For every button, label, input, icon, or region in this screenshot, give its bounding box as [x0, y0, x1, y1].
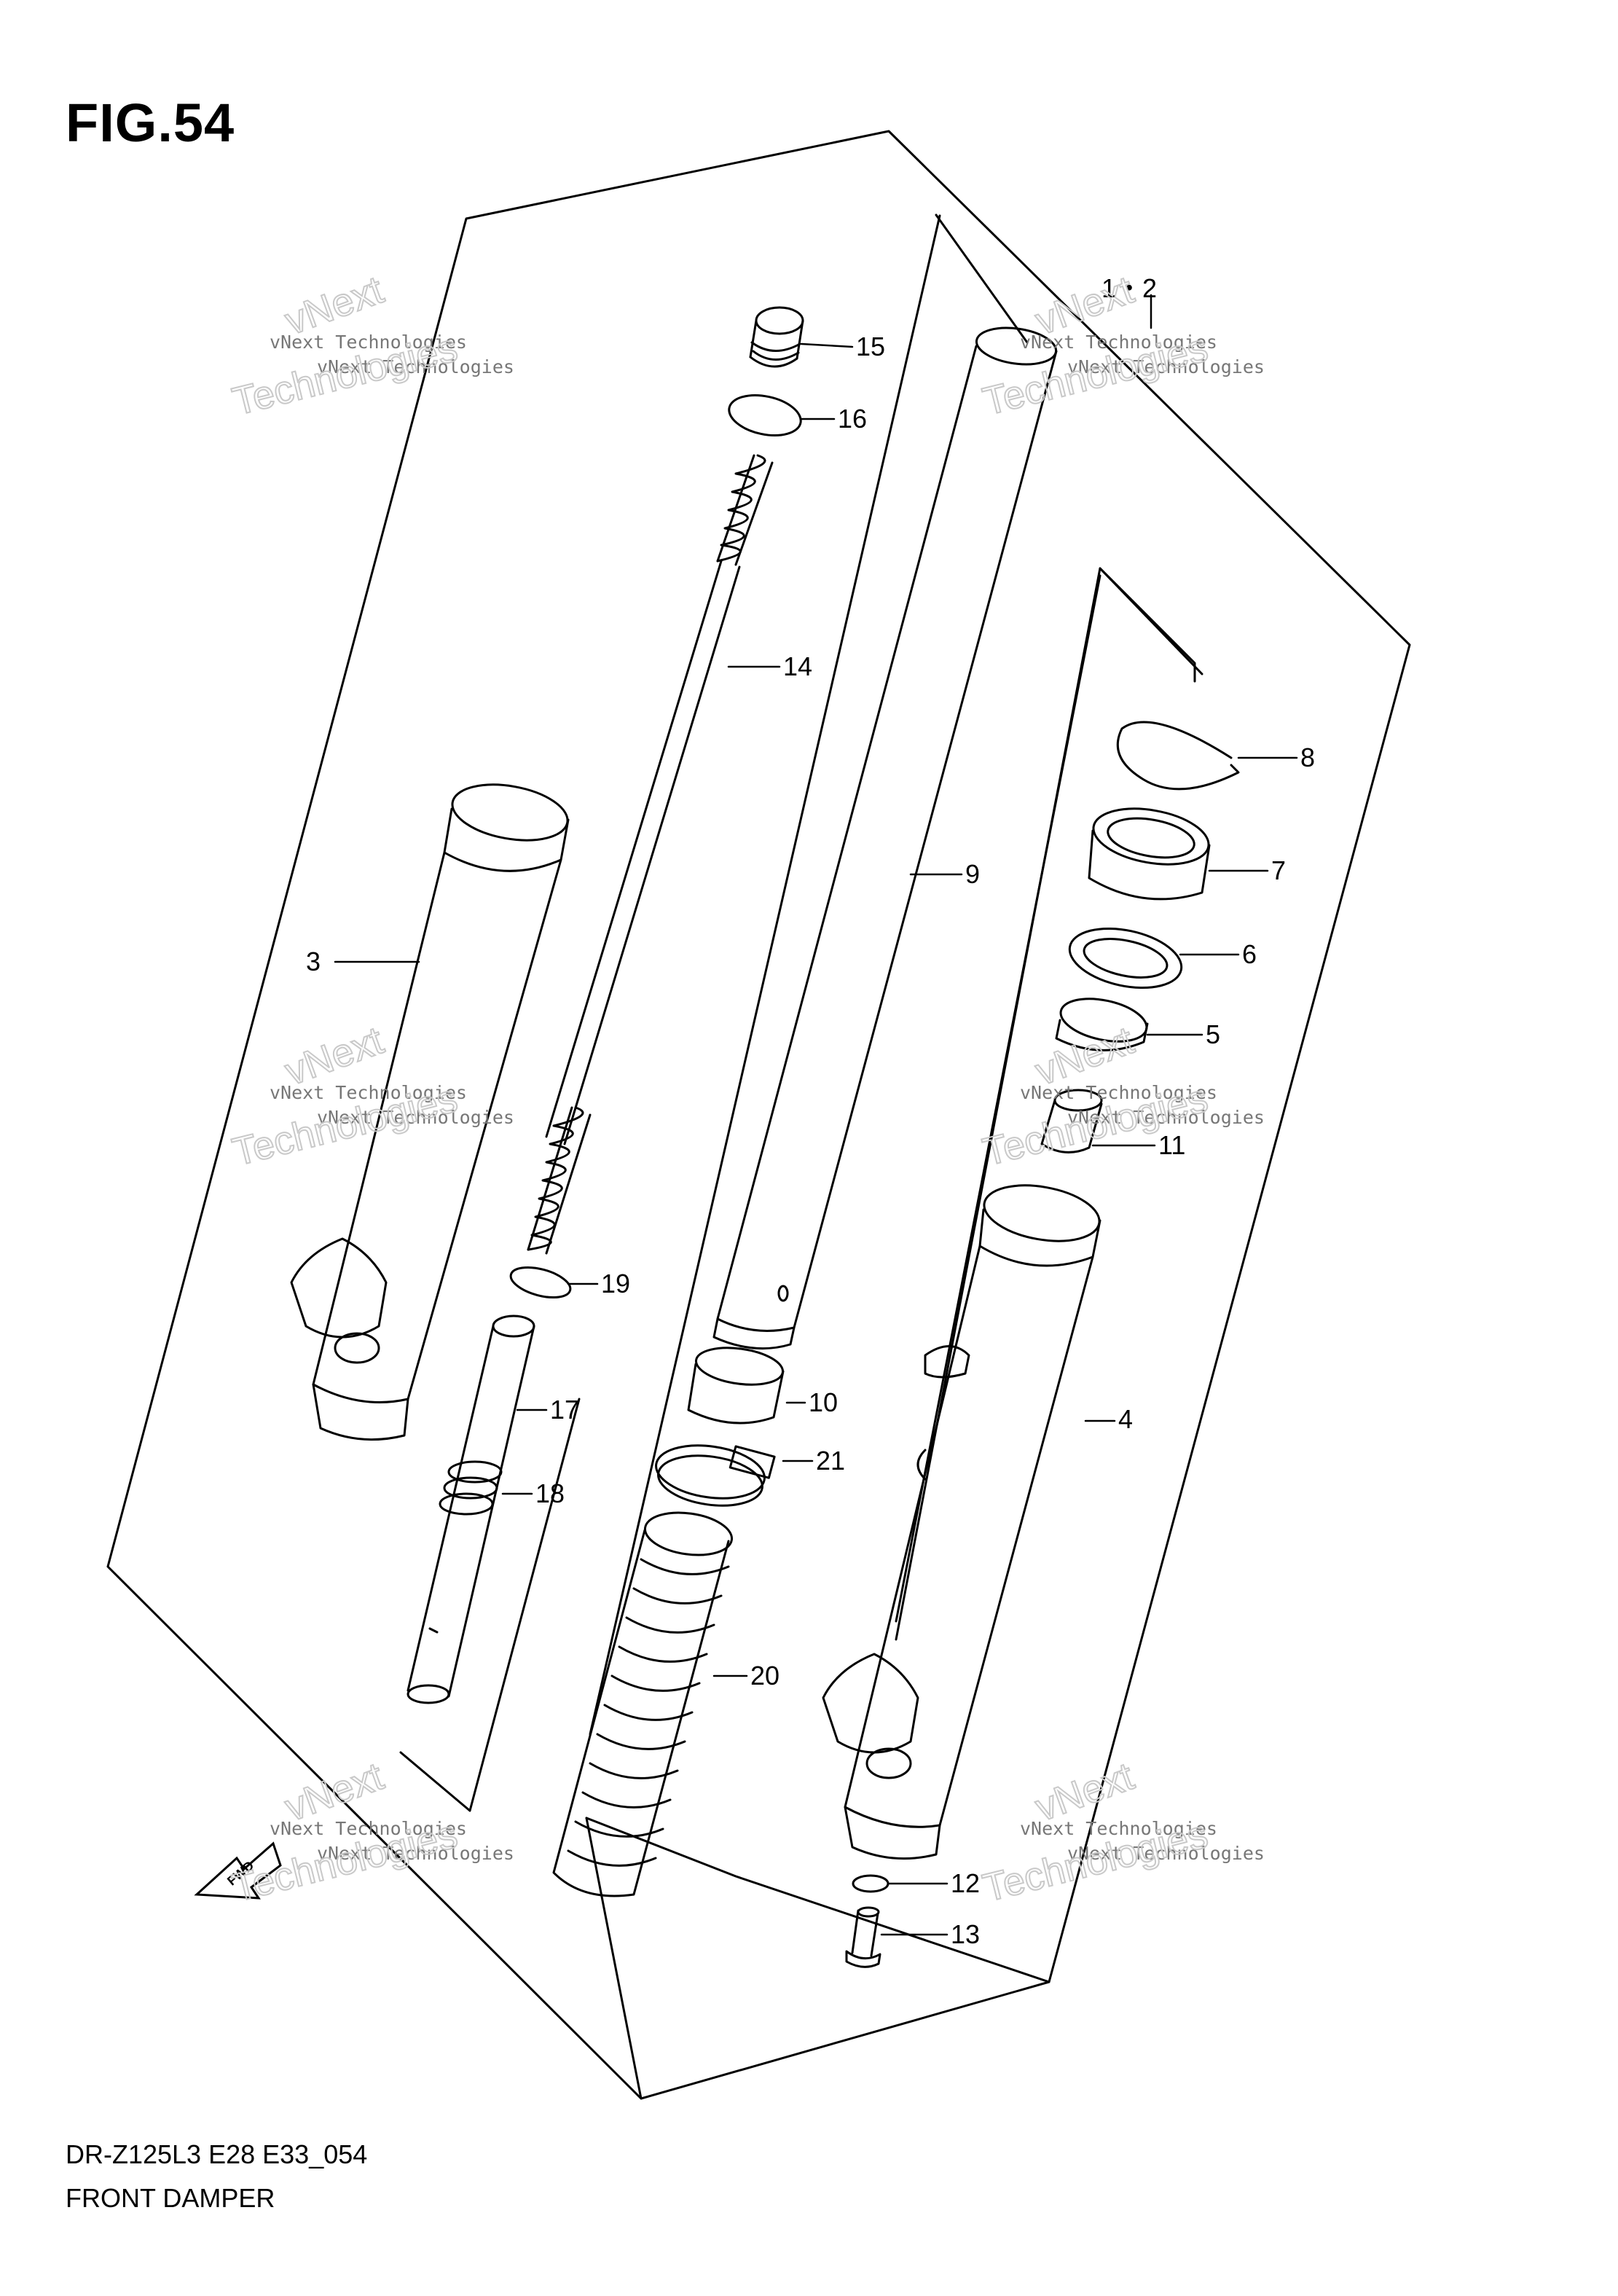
part-19-circlip [509, 1266, 572, 1299]
bottom-frame [585, 1817, 643, 2100]
inner-tube-frame [935, 213, 1029, 344]
watermark-line: vNext Technologies [1020, 1818, 1217, 1839]
part-9-inner-tube [712, 326, 1058, 1350]
part-15-cap-bolt [749, 306, 804, 368]
watermark-line: vNext Technologies [317, 1107, 514, 1128]
figure-number: FIG.54 [66, 93, 235, 153]
part-20-dust-boot [552, 1511, 734, 1897]
callout-10: 10 [809, 1387, 838, 1417]
part-4-right-outer-tube [822, 1184, 1101, 1860]
callout-6: 6 [1242, 939, 1257, 969]
callout-7: 7 [1271, 855, 1286, 885]
watermark-line: vNext Technologies [270, 1082, 467, 1103]
callout-17: 17 [550, 1395, 579, 1425]
part-12-gasket [852, 1874, 889, 1893]
callout-1-2: 1・2 [1101, 273, 1157, 303]
callout-14: 14 [783, 651, 812, 681]
inner-tube-frame [589, 214, 941, 1736]
outer-tube-frame [1099, 567, 1203, 675]
callout-16: 16 [838, 404, 867, 434]
inner-tube-frame [399, 1398, 581, 1812]
callout-19: 19 [601, 1269, 630, 1298]
part-6-washer [1068, 927, 1183, 990]
part-16-o-ring [728, 394, 802, 436]
callout-3: 3 [306, 947, 321, 976]
watermark-line: vNext Technologies [1067, 1107, 1265, 1128]
part-5-guide-bushing [1055, 998, 1149, 1051]
watermark-line: vNext Technologies [1067, 1843, 1265, 1864]
part-18-rebound-spring [439, 1460, 503, 1516]
part-11-oil-lock-piece [1040, 1089, 1103, 1153]
model-code: DR-Z125L3 E28 E33_054 [66, 2139, 368, 2169]
fwd-arrow-icon: FWD [194, 1841, 282, 1900]
part-17-damper-rod [407, 1314, 535, 1704]
section-title: FRONT DAMPER [66, 2183, 275, 2213]
watermark-line: vNext Technologies [1020, 332, 1217, 353]
part-21-clamp [655, 1444, 776, 1507]
callout-13: 13 [951, 1919, 980, 1949]
watermark: vNext vNext Technologies vNext Technolog… [227, 267, 1265, 1911]
callout-21: 21 [816, 1446, 845, 1476]
watermark-line: vNext Technologies [317, 356, 514, 377]
callout-9: 9 [965, 859, 980, 889]
callout-18: 18 [535, 1478, 565, 1508]
part-13-bolt [845, 1906, 881, 1968]
watermark-line: vNext Technologies [1067, 356, 1265, 377]
watermark-line: vNext Technologies [1020, 1082, 1217, 1103]
callout-12: 12 [951, 1868, 980, 1898]
callout-5: 5 [1206, 1019, 1220, 1049]
part-7-oil-seal [1088, 807, 1211, 901]
leader-lines [334, 294, 1298, 1936]
part-10-slide-bushing [687, 1347, 785, 1425]
part-8-stopper-ring [1116, 721, 1240, 791]
outer-tube-frame [895, 574, 1101, 1623]
bottom-frame [585, 1817, 1050, 1983]
watermark-line: vNext Technologies [270, 332, 467, 353]
callout-4: 4 [1118, 1404, 1133, 1434]
callout-labels: 1・2 3 4 5 6 7 8 9 10 11 12 13 14 15 16 1… [306, 273, 1315, 1949]
watermark-line: vNext Technologies [317, 1843, 514, 1864]
callout-15: 15 [856, 332, 885, 361]
callout-11: 11 [1158, 1130, 1185, 1160]
callout-8: 8 [1300, 743, 1315, 772]
watermark-line: vNext Technologies [270, 1818, 467, 1839]
part-3-left-outer-tube [290, 783, 570, 1441]
part-14-fork-spring [527, 454, 774, 1255]
callout-20: 20 [750, 1661, 779, 1690]
